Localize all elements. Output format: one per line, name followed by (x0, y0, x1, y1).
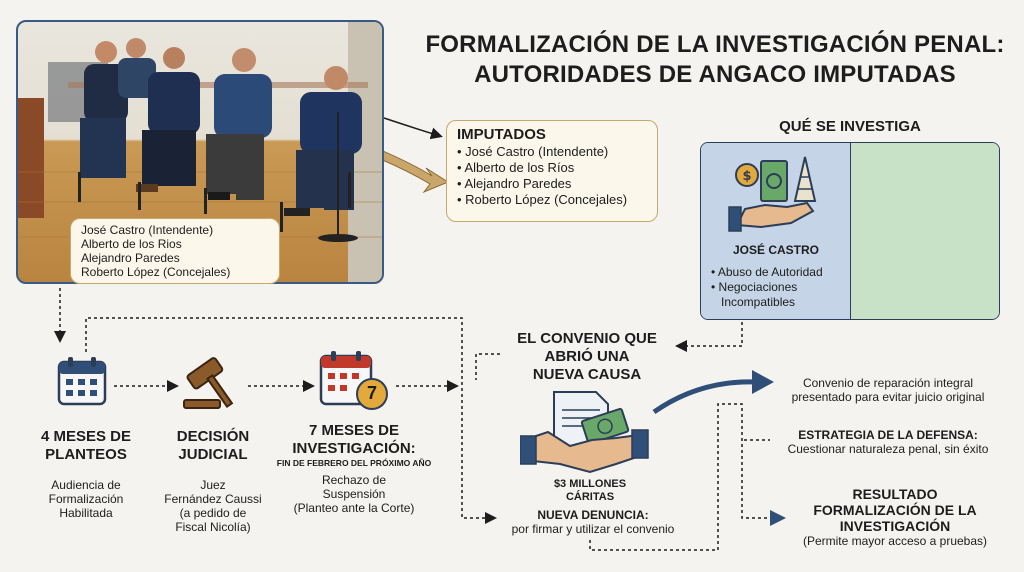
step-text-line: Fiscal Nicolía) (175, 520, 251, 534)
que-se-investiga-panel: $ JOSÉ CASTRO • Abuso de Autoridad • Neg… (700, 142, 1000, 320)
resultado-heading-line: INVESTIGACIÓN (839, 518, 951, 534)
money-line: $3 MILLONES (553, 478, 627, 490)
imputados-item-text: Roberto López (Concejales) (465, 192, 628, 207)
investiga-item-text: Incompatibles (721, 295, 796, 309)
calendar-seven-icon (319, 351, 388, 410)
step-subheading: FIN DE FEBRERO DEL PRÓXIMO AÑO (276, 458, 432, 468)
imputados-item: • Roberto López (Concejales) (457, 192, 628, 207)
que-se-investiga-left: $ JOSÉ CASTRO • Abuso de Autoridad • Neg… (701, 143, 851, 319)
imputados-item-text: Alberto de los Ríos (464, 160, 575, 175)
investiga-item: • Abuso de Autoridad (711, 265, 823, 279)
photo-label-item: José Castro (Intendente) (81, 223, 214, 237)
que-se-investiga-list: • Abuso de Autoridad • Negociaciones Inc… (711, 265, 846, 310)
step-heading-line: DECISIÓN (176, 428, 250, 445)
estrategia-text: Cuestionar naturaleza penal, sin éxito (787, 442, 989, 456)
convenio-title: EL CONVENIO QUE ABRIÓ UNA NUEVA CAUSA (502, 330, 672, 384)
estrategia-defensa: ESTRATEGIA DE LA DEFENSA: Cuestionar nat… (770, 428, 1006, 456)
imputados-item: • Alejandro Paredes (457, 176, 572, 191)
photo-label-item: Roberto López (Concejales) (81, 265, 231, 279)
investiga-item: Incompatibles (711, 295, 846, 310)
investiga-item-text: Abuso de Autoridad (717, 265, 823, 279)
que-se-investiga-heading: QUÉ SE INVESTIGA (779, 118, 921, 135)
step-heading-line: 7 MESES DE (308, 422, 400, 439)
step-text-line: (Planteo ante la Corte) (293, 501, 415, 515)
resultado-heading-line: RESULTADO (852, 486, 938, 502)
step-text-line: Rechazo de (321, 473, 387, 487)
step-text-line: (a pedido de (179, 506, 247, 520)
resultado-subtext: (Permite mayor acceso a pruebas) (802, 534, 988, 548)
imputados-heading: IMPUTADOS (457, 126, 546, 143)
step-heading-line: JUDICIAL (178, 446, 248, 463)
photo-label-item: Alejandro Paredes (81, 251, 180, 265)
estrategia-heading: ESTRATEGIA DE LA DEFENSA: (798, 428, 978, 442)
calendar-badge-number: 7 (366, 383, 377, 403)
money-hand-icon: $ (728, 156, 817, 232)
step-four-months: 4 MESES DE PLANTEOS Audiencia de Formali… (20, 428, 152, 520)
svg-text:$: $ (742, 169, 751, 184)
investiga-item-text: Negociaciones (718, 280, 798, 294)
step-judicial-decision: DECISIÓN JUDICIAL Juez Fernández Caussi … (150, 428, 276, 534)
step-text-line: Fernández Caussi (164, 492, 262, 506)
step-text-line: Suspensión (322, 487, 386, 501)
people-illustration (18, 22, 382, 282)
que-se-investiga-name: JOSÉ CASTRO (732, 243, 819, 257)
que-se-investiga-right (851, 143, 999, 319)
step-text-line: Audiencia de (51, 478, 121, 492)
imputados-item-text: Alejandro Paredes (464, 176, 572, 191)
convenio-reparacion-line: Convenio de reparación integral (802, 376, 974, 390)
calendar-icon (57, 357, 107, 406)
resultado-block: RESULTADO FORMALIZACIÓN DE LA INVESTIGAC… (780, 486, 1010, 548)
step-heading-line: PLANTEOS (45, 446, 127, 463)
convenio-reparacion-line: presentado para evitar juicio original (791, 390, 985, 404)
nueva-denuncia: NUEVA DENUNCIA: por firmar y utilizar el… (488, 508, 698, 536)
step-seven-months: 7 MESES DE INVESTIGACIÓN: FIN DE FEBRERO… (270, 422, 438, 515)
step-heading-line: 4 MESES DE (40, 428, 132, 445)
page-title: FORMALIZACIÓN DE LA INVESTIGACIÓN PENAL:… (420, 30, 1010, 90)
convenio-title-line: EL CONVENIO QUE (517, 330, 657, 347)
step-text-line: Formalización (48, 492, 124, 506)
imputados-item: • Alberto de los Ríos (457, 160, 575, 175)
nueva-denuncia-text: por firmar y utilizar el convenio (511, 522, 675, 536)
title-line-2: AUTORIDADES DE ANGACO IMPUTADAS (474, 61, 956, 88)
money-line: CÁRITAS (565, 491, 615, 503)
resultado-heading-line: FORMALIZACIÓN DE LA (813, 502, 977, 518)
gavel-icon (183, 357, 234, 409)
step-heading-line: INVESTIGACIÓN: (292, 440, 416, 457)
step-text-line: Juez (200, 478, 226, 492)
photo-label-item: Alberto de los Rios (81, 237, 182, 251)
money-label: $3 MILLONES CÁRITAS (530, 478, 650, 504)
convenio-reparacion-text: Convenio de reparación integral presenta… (770, 376, 1006, 404)
imputados-item-text: José Castro (Intendente) (465, 144, 609, 159)
imputados-item: • José Castro (Intendente) (457, 144, 609, 159)
photo-names-label: José Castro (Intendente) Alberto de los … (70, 218, 280, 284)
handshake-document-icon (520, 391, 649, 474)
investiga-item: • Negociaciones (711, 280, 798, 294)
nueva-denuncia-heading: NUEVA DENUNCIA: (537, 508, 649, 522)
convenio-title-line: NUEVA CAUSA (532, 366, 642, 383)
step-text-line: Habilitada (59, 506, 113, 520)
convenio-title-line: ABRIÓ UNA (544, 348, 630, 365)
title-line-1: FORMALIZACIÓN DE LA INVESTIGACIÓN PENAL: (425, 31, 1005, 58)
imputados-box: IMPUTADOS • José Castro (Intendente) • A… (446, 120, 658, 222)
